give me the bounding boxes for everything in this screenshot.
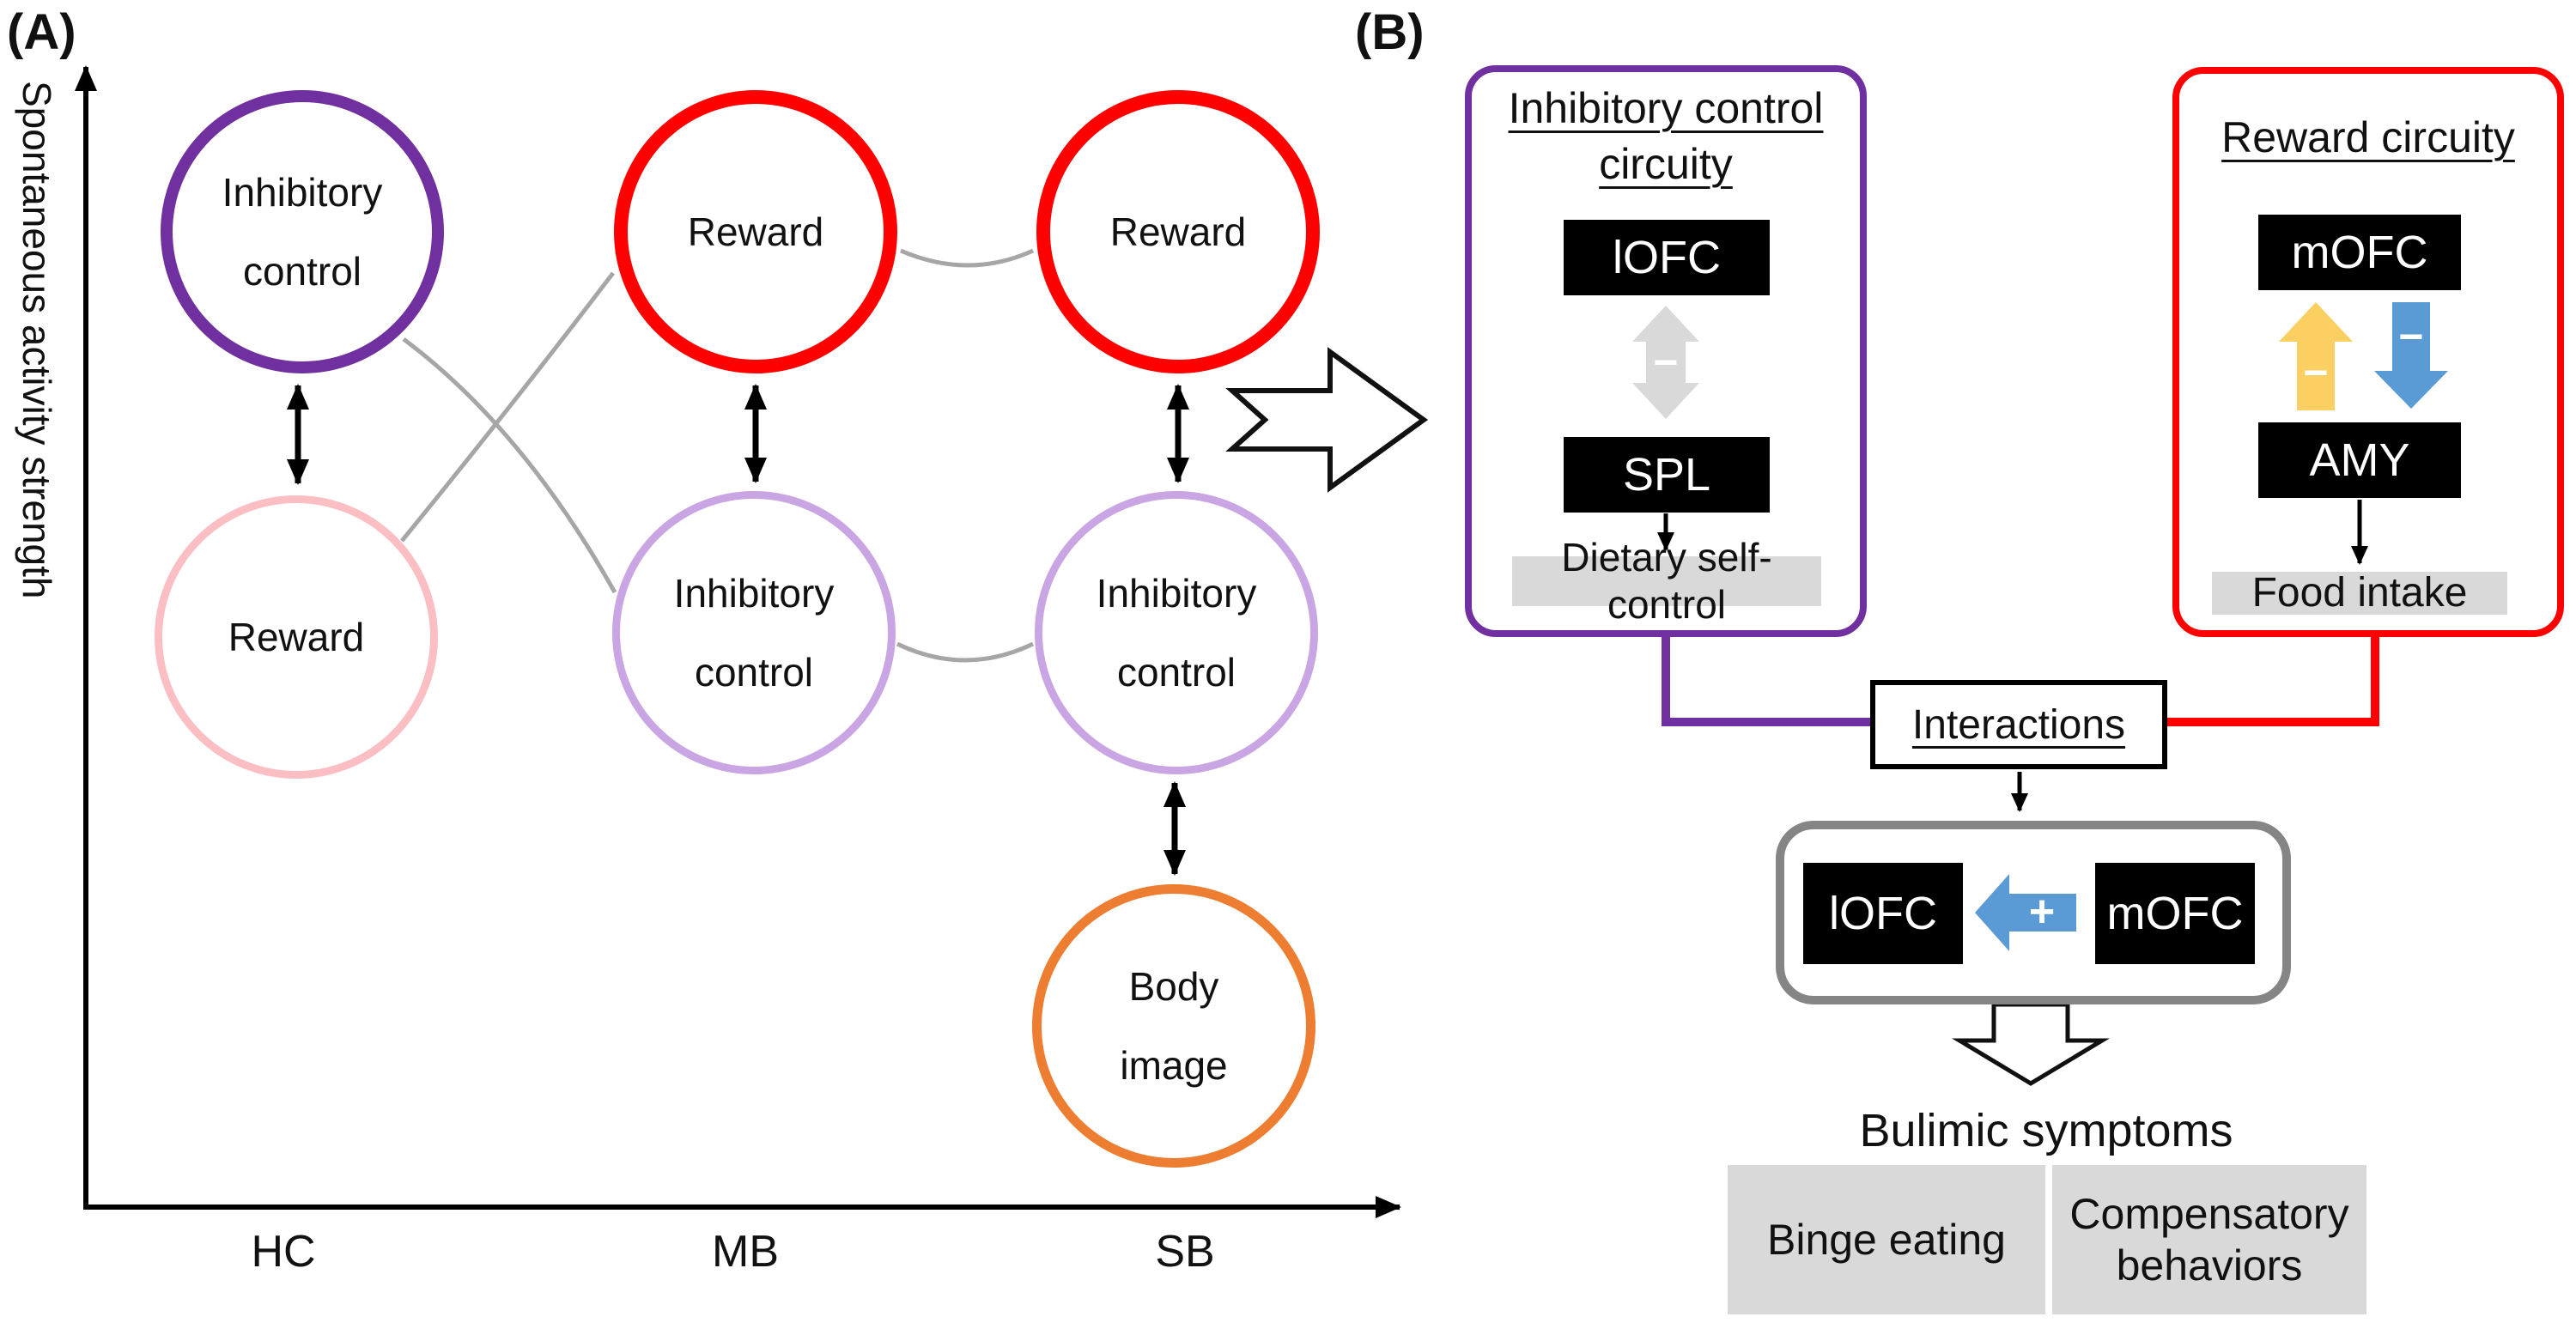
lofc-spl-sign: − xyxy=(1653,338,1678,386)
region-amy: AMY xyxy=(2258,422,2461,498)
panel-transition-arrow-icon xyxy=(1225,347,1429,493)
reward-circuit-title: Reward circuity xyxy=(2221,113,2515,161)
node-label: Inhibitory xyxy=(222,170,383,215)
node-label: Inhibitory xyxy=(1096,571,1257,616)
node-label: Inhibitory xyxy=(673,571,835,616)
node-label: control xyxy=(694,650,814,695)
connection-hc-reward-to-mb-reward xyxy=(400,271,615,543)
blue-down-arrow-icon xyxy=(2374,302,2448,409)
node-sb-inhibitory-control: Inhibitory control xyxy=(1035,491,1318,774)
node-label: Reward xyxy=(228,615,365,659)
inhibitory-circuit-box xyxy=(1465,65,1867,637)
red-connector xyxy=(2167,637,2379,726)
node-hc-reward: Reward xyxy=(155,495,438,779)
node-label: Reward xyxy=(687,209,824,254)
gray-double-arrow-icon xyxy=(1632,306,1699,419)
blue-arrow-sign: − xyxy=(2398,313,2423,361)
outline-down-arrow-icon xyxy=(1952,1002,2110,1086)
node-sb-body-image: Body image xyxy=(1032,884,1315,1168)
detail-region-lofc: lOFC xyxy=(1803,863,1963,964)
connection-hc-inhibitory-to-mb-inhibitory xyxy=(402,337,617,594)
region-spl: SPL xyxy=(1564,437,1770,513)
panel-b-label: (B) xyxy=(1355,4,1425,60)
inhibitory-circuit-title: Inhibitory control circuity xyxy=(1508,84,1824,188)
region-mofc: mOFC xyxy=(2258,215,2461,290)
region-lofc: lOFC xyxy=(1564,220,1770,295)
node-mb-reward: Reward xyxy=(614,90,897,373)
interaction-detail-box xyxy=(1776,821,2291,1004)
node-hc-inhibitory-control: Inhibitory control xyxy=(161,90,444,373)
reward-circuit-box xyxy=(2172,67,2564,637)
yellow-up-arrow-icon xyxy=(2279,302,2353,410)
node-label: control xyxy=(1116,650,1236,695)
y-axis-label: Spontaneous activity strength xyxy=(15,81,59,599)
purple-connector xyxy=(1662,637,1870,726)
yellow-arrow-sign: − xyxy=(2303,349,2328,397)
compensatory-behaviors-box: Compensatory behaviors xyxy=(2052,1165,2366,1314)
connection-mb-reward-to-sb-reward xyxy=(900,248,1035,268)
binge-eating-box: Binge eating xyxy=(1728,1165,2045,1314)
node-sb-reward: Reward xyxy=(1036,90,1320,373)
food-intake-box: Food intake xyxy=(2212,570,2507,616)
panel-a-label: (A) xyxy=(7,4,76,60)
node-label: Body xyxy=(1128,964,1219,1009)
interactions-box: Interactions xyxy=(1870,680,2167,769)
bulimic-symptoms-title: Bulimic symptoms xyxy=(1859,1105,2233,1156)
node-label: Reward xyxy=(1109,209,1247,254)
x-axis-label-sb: SB xyxy=(1155,1227,1215,1277)
connection-mb-inhibitory-to-sb-inhibitory xyxy=(896,641,1035,663)
x-axis-label-mb: MB xyxy=(712,1227,779,1277)
dietary-self-control-box: Dietary self-control xyxy=(1512,535,1821,627)
node-label: image xyxy=(1120,1043,1228,1088)
node-label: control xyxy=(242,249,362,294)
detail-region-mofc: mOFC xyxy=(2095,863,2255,964)
node-mb-inhibitory-control: Inhibitory control xyxy=(612,491,896,774)
x-axis-label-hc: HC xyxy=(251,1227,316,1277)
